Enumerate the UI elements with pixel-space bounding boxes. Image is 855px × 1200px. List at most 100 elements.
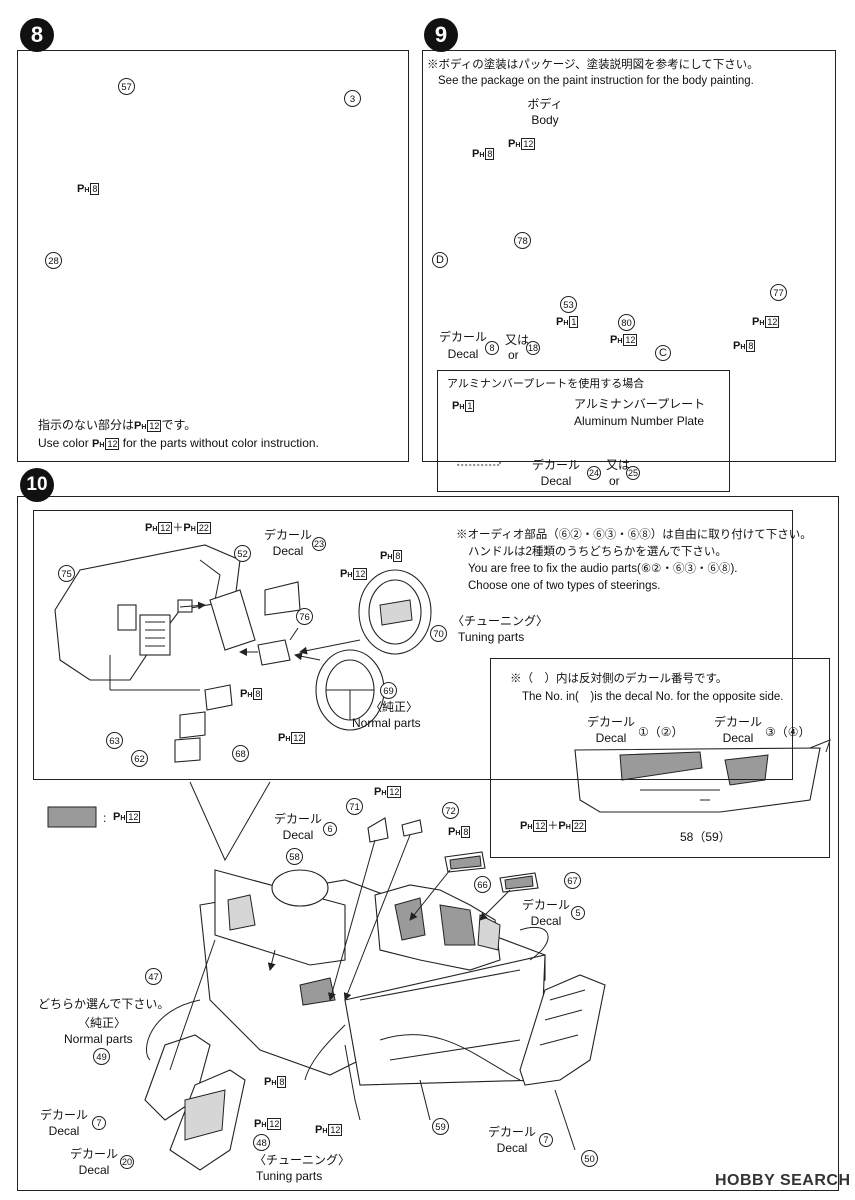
step10-drawing [47,544,831,1171]
sub-decal-25: 25 [626,466,640,480]
body-label-jp: ボディ [527,97,563,111]
step9-panel [422,50,836,462]
audio-note-jp: ※オーディオ部品（⑥②・⑥③・⑥⑧）は自由に取り付けて下さい。 [456,529,812,541]
decal-5-callout: 5 [571,906,585,920]
decal-6-en: Decal [282,828,314,842]
step8-panel [17,50,409,462]
decal-18-callout: 18 [526,341,540,355]
part-77-callout: 77 [770,284,787,301]
decal-6-callout: 6 [323,822,337,836]
sub-or-jp: 又は [606,458,631,472]
tuning-label-en: Tuning parts [458,630,525,644]
sub-decal-24: 24 [587,466,601,480]
sub-decal-en: Decal [540,474,572,488]
choose-one-note: どちらか選んで下さい。 [38,997,170,1011]
part-63-callout: 63 [106,732,123,749]
part-28-callout: 28 [45,252,62,269]
meter-hood-part [209,589,256,651]
step-9-badge: 9 [424,18,458,52]
part-49-callout: 49 [93,1048,110,1065]
part-53-callout: 53 [560,296,577,313]
door-panel-part [574,739,831,813]
door-decal-b-en: Decal [722,731,754,745]
part-50-callout: 50 [581,1150,598,1167]
step9-sub-panel [437,370,730,492]
decal-7b-jp: デカール [487,1125,536,1139]
step10-door-panel [490,658,830,858]
decal-20-jp: デカール [69,1147,118,1161]
part-3-callout: 3 [344,90,361,107]
decal-7a-en: Decal [48,1124,80,1138]
part-72-callout: 72 [442,802,459,819]
decal-5-jp: デカール [521,898,570,912]
part-68-callout: 68 [232,745,249,762]
part-58-callout: 58 [286,848,303,865]
part-67-callout: 67 [564,872,581,889]
dashboard-part [54,544,241,681]
step-8-badge: 8 [20,18,54,52]
watermark: HOBBY SEARCH [715,1172,851,1189]
audio-parts [109,655,233,763]
part-59-callout: 59 [432,1118,449,1135]
decal-7b-callout: 7 [539,1133,553,1147]
decal-label-en: Decal [447,347,479,361]
sub-or-en: or [609,474,620,488]
part-78-callout: 78 [514,232,531,249]
interior-tub [199,869,546,1086]
steering-wheels [315,569,432,731]
steering-note-en: Choose one of two types of steerings. [468,580,661,592]
part-66-callout: 66 [474,876,491,893]
letter-d-callout: D [432,252,448,268]
step9-note-en: See the package on the paint instruction… [438,75,754,87]
decal-8-callout: 8 [485,341,499,355]
decal-7a-callout: 7 [92,1116,106,1130]
door-decal-b-num: ③（④） [765,725,811,739]
part-71-callout: 71 [346,798,363,815]
step9-note-jp: ※ボディの塗装はパッケージ、塗装説明図を参考にして下さい。 [427,59,759,71]
part-62-callout: 62 [131,750,148,767]
part-52-callout: 52 [234,545,251,562]
step10-panel [17,496,839,1191]
seat-tuning-en: Tuning parts [256,1169,323,1183]
seat-tuning-jp: 〈チューニング〉 [254,1153,351,1167]
legend-separator: : [103,811,107,825]
decal-7b-en: Decal [496,1141,528,1155]
decal-6-jp: デカール [273,812,322,826]
sub-panel-title: アルミナンバープレートを使用する場合 [447,378,645,390]
part-76-callout: 76 [296,608,313,625]
door-decal-a-num: ①（②） [638,725,684,739]
seat-normal-jp: 〈純正〉 [78,1016,127,1030]
plate-label-en: Aluminum Number Plate [574,414,705,428]
audio-note-en: You are free to fix the audio parts(⑥②・⑥… [468,563,738,575]
or-en: or [508,348,519,362]
decal-23-en: Decal [272,544,304,558]
decal-20-callout: 20 [120,1155,134,1169]
seat-normal-en: Normal parts [64,1032,133,1046]
part-69-callout: 69 [380,682,397,699]
decal-7a-jp: デカール [39,1108,88,1122]
console-parts [367,817,539,893]
normal-label-en: Normal parts [352,716,421,730]
door-part-number: 58（59） [680,830,731,844]
step10-detail-panel [33,510,793,780]
tuning-label-jp: 〈チューニング〉 [452,614,549,628]
part-70-callout: 70 [430,625,447,642]
part-75-callout: 75 [58,565,75,582]
